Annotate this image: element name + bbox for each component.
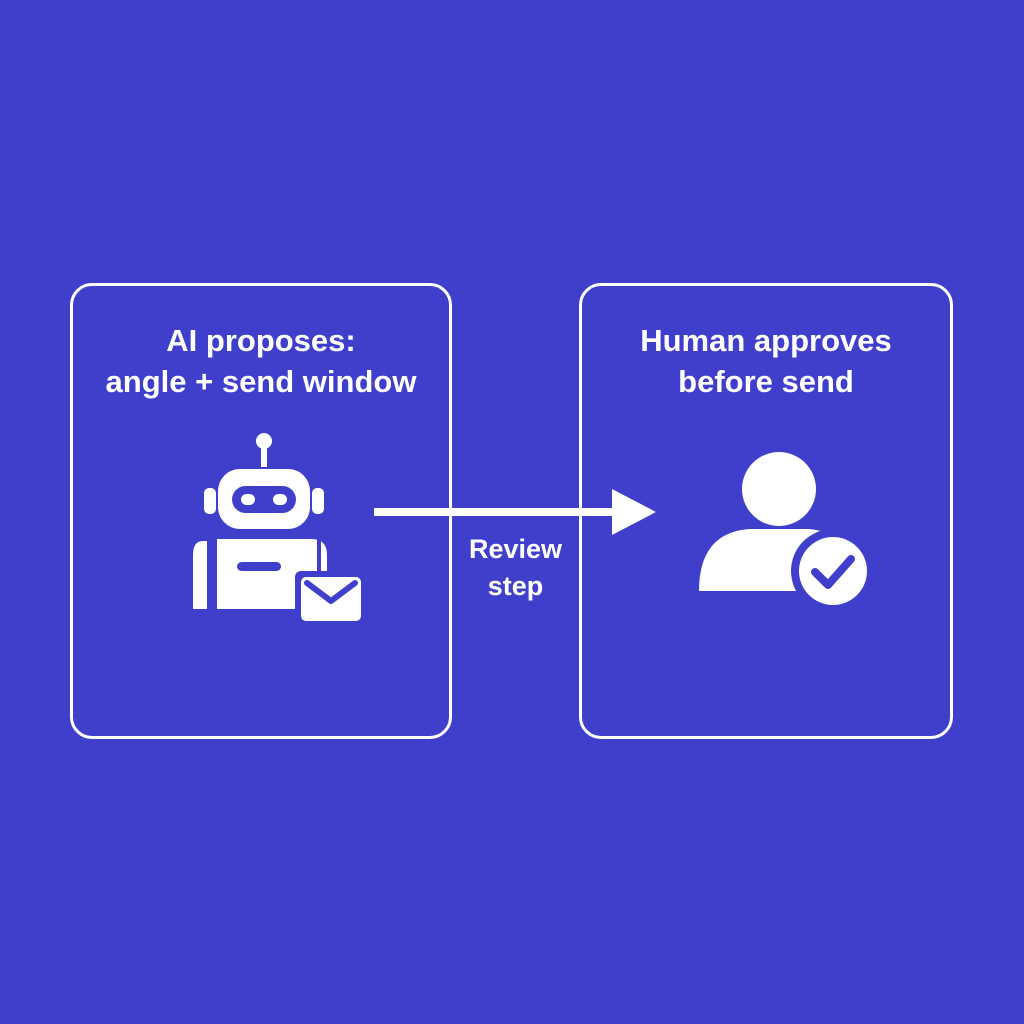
- ai-proposes-title: AI proposes: angle + send window: [73, 320, 449, 402]
- human-approves-panel: Human approves before send: [579, 283, 953, 739]
- robot-with-envelope-icon: [193, 433, 367, 627]
- user-check-icon: [699, 452, 875, 606]
- ai-proposes-panel: AI proposes: angle + send window: [70, 283, 452, 739]
- ai-proposes-title-line-1: AI proposes:: [166, 323, 356, 358]
- ai-proposes-title-line-2: angle + send window: [105, 364, 417, 399]
- review-step-label-line-1: Review: [468, 534, 563, 564]
- human-approves-title-line-2: before send: [678, 364, 854, 399]
- human-approves-title-line-1: Human approves: [640, 323, 892, 358]
- arrow-right-icon: [374, 489, 656, 535]
- review-step-label-line-2: step: [487, 571, 544, 601]
- human-approves-title: Human approves before send: [582, 320, 950, 402]
- review-step-label: Review step: [452, 531, 579, 605]
